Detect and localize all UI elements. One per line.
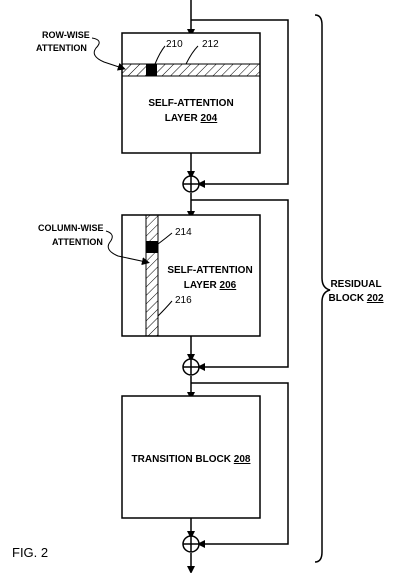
column-wise-line2: ATTENTION xyxy=(52,237,103,247)
row-wise-label: ROW-WISE ATTENTION xyxy=(36,30,126,71)
transition-block-208: TRANSITION BLOCK 208 xyxy=(121,395,261,519)
residual-line1: RESIDUAL xyxy=(330,279,381,290)
leader-214 xyxy=(157,232,173,245)
column-wise-line1: COLUMN-WISE xyxy=(38,223,104,233)
layer-204-title: SELF-ATTENTION xyxy=(148,98,233,109)
layer-206-title: SELF-ATTENTION xyxy=(167,265,252,276)
residual-block-brace xyxy=(314,14,331,563)
leader-216 xyxy=(157,300,173,317)
column-hatch-band xyxy=(145,214,159,337)
self-attention-layer-206: SELF-ATTENTION LAYER 206 214 216 xyxy=(121,214,261,337)
layer-204-subtitle: LAYER 204 xyxy=(165,113,218,124)
leader-210 xyxy=(154,45,166,65)
row-hatch-band xyxy=(121,63,261,77)
row-wise-line2: ATTENTION xyxy=(36,43,87,53)
skip-connection-2 xyxy=(191,199,289,371)
skip-connection-3 xyxy=(191,382,289,548)
residual-line2: BLOCK 202 xyxy=(328,293,383,304)
ref-212: 212 xyxy=(202,39,219,50)
self-attention-layer-204: SELF-ATTENTION LAYER 204 210 212 xyxy=(121,32,261,154)
skip-connection-1 xyxy=(191,19,289,188)
leader-212 xyxy=(185,45,199,65)
adder-3 xyxy=(182,535,200,553)
ref-214: 214 xyxy=(175,227,192,238)
layer-206-subtitle: LAYER 206 xyxy=(184,280,237,291)
column-wise-pointer xyxy=(105,230,150,266)
skip-connections xyxy=(191,19,289,548)
transition-block-title: TRANSITION BLOCK 208 xyxy=(132,454,251,465)
figure-label: FIG. 2 xyxy=(12,545,48,560)
column-wise-label: COLUMN-WISE ATTENTION xyxy=(38,223,150,266)
row-wise-pointer xyxy=(91,37,126,71)
row-query-cell xyxy=(146,64,157,76)
ref-210: 210 xyxy=(166,39,183,50)
row-wise-line1: ROW-WISE xyxy=(42,30,90,40)
residual-block-label: RESIDUAL BLOCK 202 xyxy=(328,279,383,304)
adder-2 xyxy=(182,358,200,376)
column-query-cell xyxy=(146,241,158,253)
adder-1 xyxy=(182,175,200,193)
ref-216: 216 xyxy=(175,295,192,306)
